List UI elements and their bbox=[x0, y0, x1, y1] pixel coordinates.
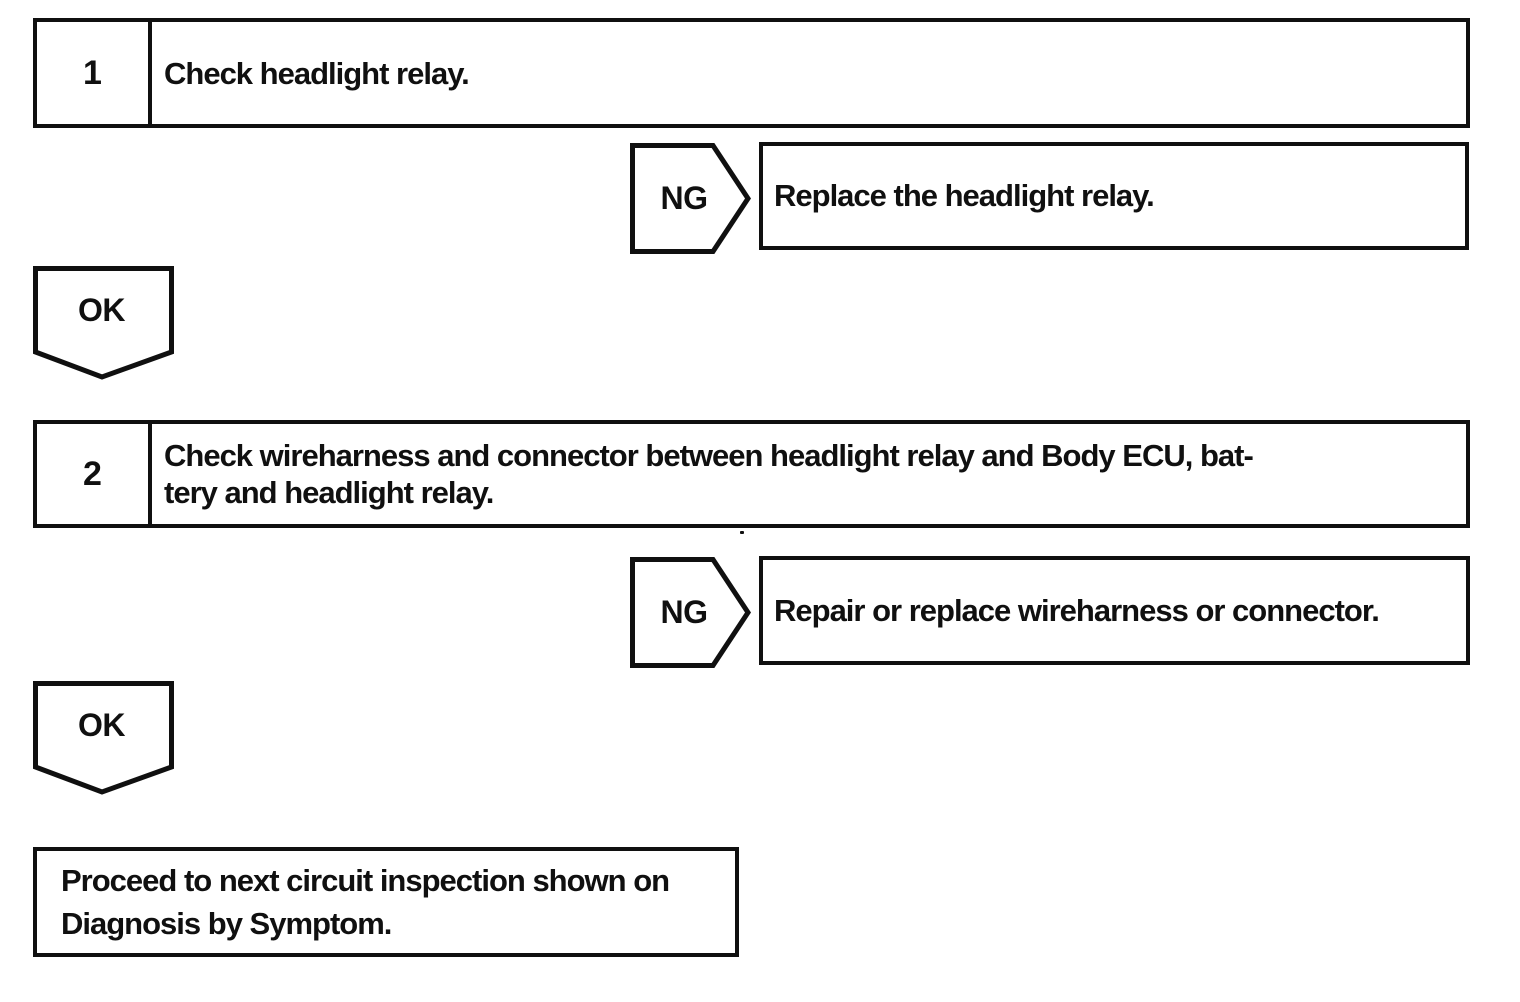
final-action-box: Proceed to next circuit inspection shown… bbox=[33, 847, 739, 957]
ng-result-2-box: Repair or replace wireharness or connect… bbox=[759, 556, 1470, 665]
ng-result-1-text: Replace the headlight relay. bbox=[774, 178, 1155, 213]
ng-tag-1: NG bbox=[630, 143, 751, 254]
ng-tag-2: NG bbox=[630, 557, 751, 668]
ok-tag-1: OK bbox=[33, 266, 174, 380]
step-2-box: 2 Check wireharness and connector betwee… bbox=[33, 420, 1470, 528]
ng-result-2-text: Repair or replace wireharness or connect… bbox=[774, 592, 1380, 628]
step-1-instruction: Check headlight relay. bbox=[164, 55, 470, 91]
scan-artifact-dot bbox=[740, 531, 744, 534]
ok-arrow-down-icon bbox=[33, 266, 174, 380]
step-2-instruction: Check wireharness and connector between … bbox=[164, 438, 1254, 510]
ok-tag-2: OK bbox=[33, 681, 174, 795]
ng-arrow-right-icon bbox=[630, 143, 751, 254]
final-action-text: Proceed to next circuit inspection shown… bbox=[61, 863, 670, 941]
step-2-number: 2 bbox=[37, 424, 152, 524]
step-1-number: 1 bbox=[37, 22, 152, 124]
ng-arrow-right-icon bbox=[630, 557, 751, 668]
ok-arrow-down-icon bbox=[33, 681, 174, 795]
ng-result-1-box: Replace the headlight relay. bbox=[759, 142, 1469, 250]
step-1-box: 1 Check headlight relay. bbox=[33, 18, 1470, 128]
